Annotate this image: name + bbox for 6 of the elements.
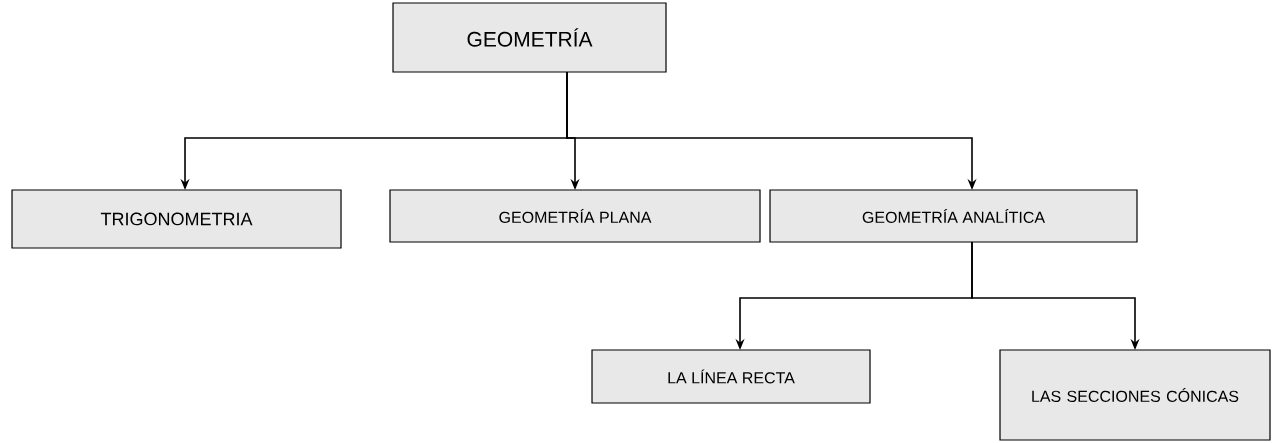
category-box: LA LÍNEA RECTA xyxy=(591,349,871,404)
category-box: GEOMETRÍA PLANA xyxy=(389,189,761,243)
category-box: LAS SECCIONES CÓNICAS xyxy=(999,349,1271,441)
category-box: GEOMETRÍA ANALÍTICA xyxy=(769,189,1138,243)
category-box: GEOMETRÍA xyxy=(392,2,667,73)
category-box: TRIGONOMETRIA xyxy=(11,189,342,249)
